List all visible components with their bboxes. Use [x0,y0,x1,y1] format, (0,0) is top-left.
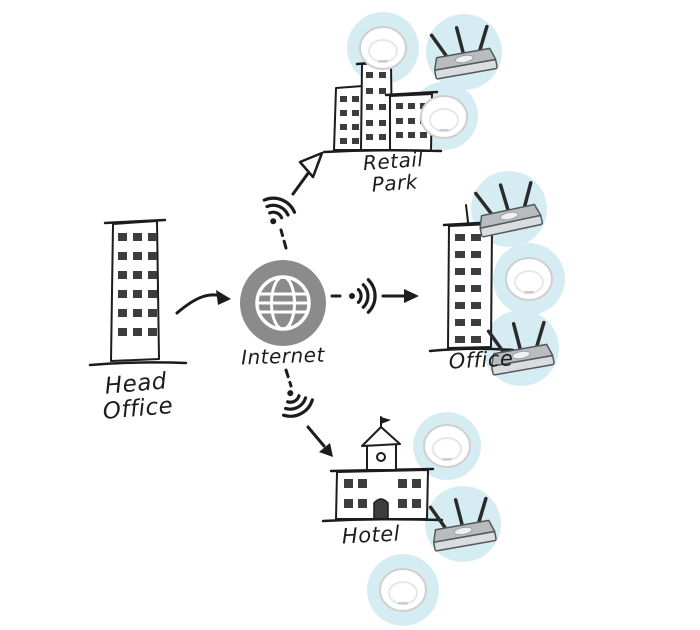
internet-globe [240,260,326,346]
link-to-hotel [272,368,333,457]
office-windows [455,234,481,343]
retail-park-windows [340,72,427,144]
retail-park-label: Retail Park [341,147,448,197]
ceiling-ap-icon [379,568,427,612]
wifi-signal-icon [272,381,318,423]
head-office-windows [118,233,157,336]
hotel-building [321,416,444,523]
ceiling-ap-icon [505,257,553,301]
link-to-office [330,278,419,314]
head-office-building [88,218,188,367]
ceiling-ap-icon [420,95,468,139]
globe-icon [255,275,311,331]
hotel-flag [381,417,391,424]
link-to-retail-park [255,151,324,250]
ceiling-ap-icon [359,26,407,70]
retail-park-building [322,59,443,154]
wifi-signal-icon [255,192,299,232]
arrow-head-office-to-internet [175,290,231,315]
wifi-signal-icon [347,278,377,314]
open-arrowhead [298,151,324,179]
ceiling-ap-icon [423,424,471,468]
internet-label: Internet [240,342,326,370]
office-building [428,204,515,353]
hotel-windows [344,479,421,508]
